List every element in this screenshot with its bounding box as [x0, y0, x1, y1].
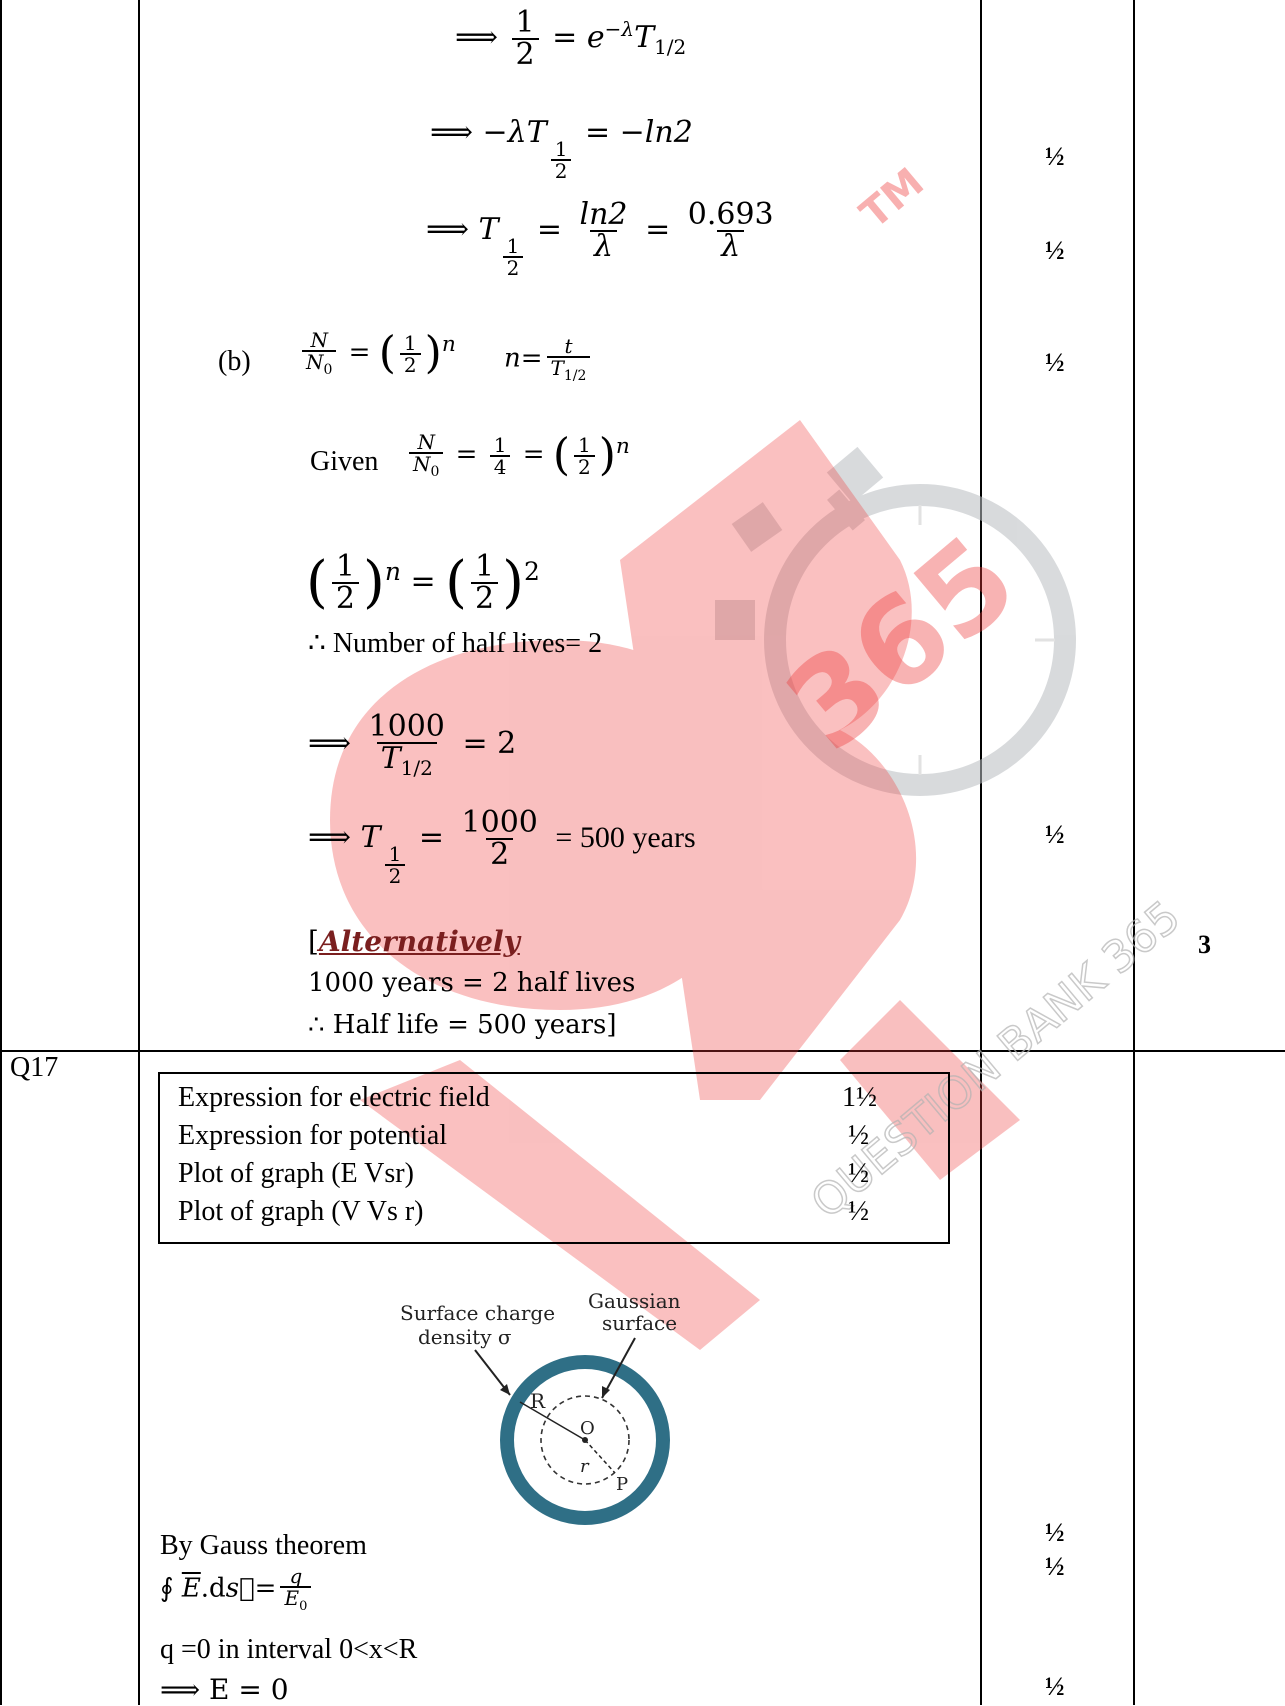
part-b-label: (b): [218, 346, 251, 377]
watermark-tm-text: TM: [852, 159, 933, 237]
gaussian-surface-diagram: Surface charge density σ Gaussian surfac…: [400, 1290, 681, 1525]
e-zero-line: ⟹ E = 0: [160, 1673, 289, 1706]
scheme-item-2: Expression for potential: [178, 1120, 448, 1151]
question-number-17: Q17: [10, 1052, 59, 1083]
radius-R-line: [519, 1401, 586, 1441]
grid-col1-border: [138, 0, 140, 1705]
scheme-item-3: Plot of graph (E Vsr): [178, 1158, 414, 1189]
label-P: P: [616, 1474, 628, 1495]
scheme-mark-3: ½: [848, 1158, 869, 1189]
label-surface-charge: Surface charge: [400, 1301, 555, 1325]
scheme-mark-4: ½: [848, 1196, 869, 1227]
mark-17-2: ½: [1045, 1552, 1065, 1581]
mark-16-4: ½: [1045, 820, 1065, 849]
charge-zero-line: q =0 in interval 0<x<R: [160, 1634, 418, 1665]
alt-line-1: 1000 years = 2 half lives: [308, 968, 636, 998]
label-gaussian: Gaussian: [588, 1290, 681, 1313]
grid-col3-border: [1133, 0, 1135, 1705]
grid-left-border: [0, 0, 2, 1705]
alt-line-2: ∴ Half life = 500 years]: [308, 1010, 617, 1040]
scheme-mark-1: 1½: [842, 1082, 877, 1113]
label-O: O: [580, 1418, 595, 1439]
label-R: R: [530, 1389, 546, 1413]
given-line: Given: [310, 446, 379, 477]
watermark-365-text: 365: [761, 510, 1042, 777]
grid-row-divider: [0, 1050, 1285, 1052]
label-surface: surface: [602, 1311, 677, 1335]
mark-17-3: ½: [1045, 1672, 1065, 1701]
arrow-gauss: [601, 1337, 636, 1399]
mark-16-1: ½: [1045, 142, 1065, 171]
mark-16-2: ½: [1045, 236, 1065, 265]
total-16: 3: [1198, 930, 1211, 959]
label-density: density σ: [418, 1325, 512, 1349]
gauss-theorem-line: By Gauss theorem: [160, 1530, 367, 1561]
mark-16-3: ½: [1045, 348, 1065, 377]
scheme-mark-2: ½: [848, 1120, 869, 1151]
stopwatch-icon: [715, 446, 1076, 796]
scheme-item-4: Plot of graph (V Vs r): [178, 1196, 424, 1227]
alt-heading: [Alternatively: [308, 925, 520, 958]
label-r: r: [580, 1456, 590, 1477]
marking-scheme-box: [158, 1072, 950, 1244]
gaussian-circle: [540, 1395, 630, 1485]
half-lives-line: ∴ Number of half lives= 2: [308, 628, 603, 659]
grid-col2-border: [980, 0, 982, 1705]
mark-17-1: ½: [1045, 1518, 1065, 1547]
radius-r-line: [584, 1439, 616, 1474]
scheme-item-1: Expression for electric field: [178, 1082, 490, 1113]
